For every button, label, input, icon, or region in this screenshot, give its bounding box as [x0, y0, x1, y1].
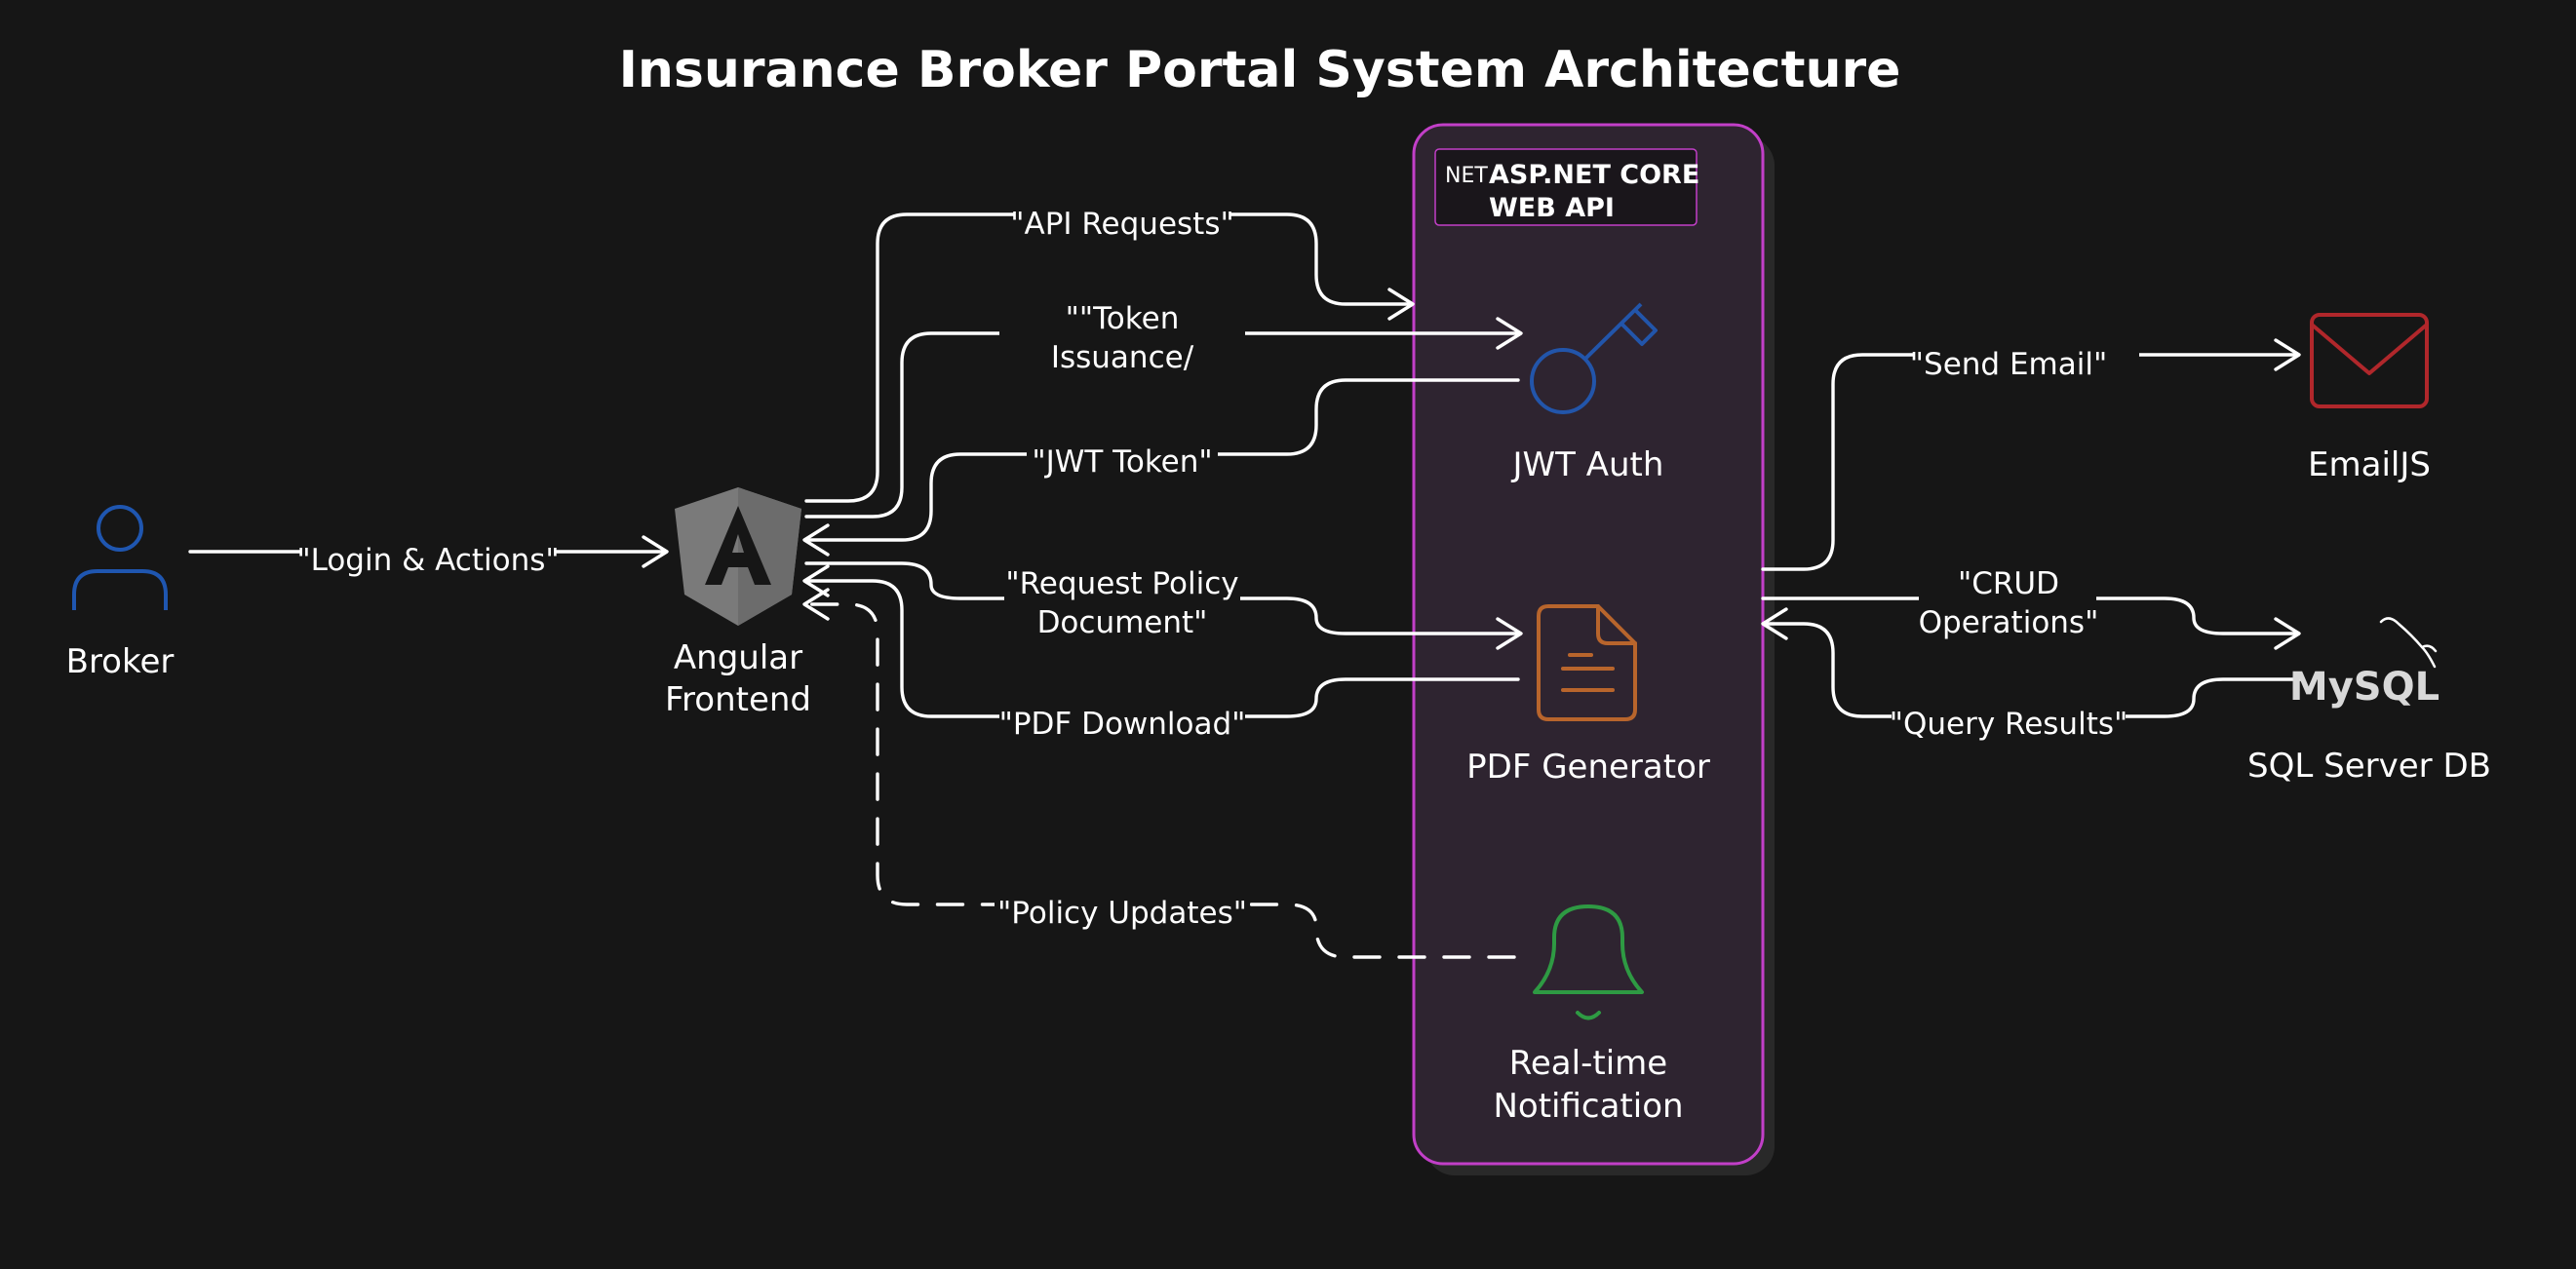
badge-net-prefix: NET [1445, 164, 1488, 188]
edge-label-token-issuance-1: ""Token [1066, 301, 1180, 336]
edge-label-policy-updates: "Policy Updates" [997, 896, 1247, 931]
node-pdf-generator[interactable]: PDF Generator [1466, 604, 1710, 787]
sql-server-db-label: SQL Server DB [2247, 747, 2491, 786]
edge-query-results [1761, 607, 2305, 718]
node-sql-server-db[interactable]: MySQL SQL Server DB [2247, 617, 2491, 786]
container-box [1412, 123, 1765, 1166]
node-broker[interactable]: Broker [66, 505, 175, 681]
badge-title-line1: ASP.NET CORE [1489, 160, 1699, 190]
badge-title-line2: WEB API [1489, 193, 1615, 223]
broker-label: Broker [66, 642, 175, 681]
edge-label-jwt-token: "JWT Token" [1032, 444, 1212, 480]
edge-send-email [1761, 338, 2301, 571]
edge-label-pdf-download: "PDF Download" [999, 707, 1246, 742]
edge-label-token-issuance-2: Issuance/ [1051, 340, 1194, 375]
edge-crud [1761, 596, 2301, 650]
mysql-logo: MySQL [2289, 617, 2439, 710]
node-emailjs[interactable]: EmailJS [2308, 313, 2431, 484]
edge-label-request-policy-1: "Request Policy [1005, 566, 1238, 601]
document-icon [1537, 604, 1637, 721]
jwt-auth-label: JWT Auth [1511, 445, 1664, 484]
aspnet-core-container: NET ASP.NET CORE WEB API [1412, 123, 1775, 1175]
node-realtime-notification[interactable]: Real-time Notification [1493, 904, 1684, 1126]
node-jwt-auth[interactable]: JWT Auth [1511, 302, 1664, 484]
edge-label-login: "Login & Actions" [296, 543, 559, 578]
edge-pdf-download [802, 564, 1520, 718]
node-angular[interactable]: Angular Frontend [665, 487, 811, 719]
container-badge: NET ASP.NET CORE WEB API [1434, 148, 1699, 226]
user-icon [72, 505, 168, 610]
notification-label-line2: Notification [1493, 1087, 1683, 1126]
edge-label-query-results: "Query Results" [1890, 707, 2128, 742]
mysql-logo-text: MySQL [2289, 665, 2439, 710]
pdf-generator-label: PDF Generator [1466, 748, 1710, 787]
edge-label-send-email: "Send Email" [1910, 347, 2107, 382]
edge-label-api-requests: "API Requests" [1010, 207, 1234, 242]
key-icon [1530, 302, 1658, 414]
edge-label-request-policy-2: Document" [1037, 605, 1208, 640]
mail-icon [2310, 313, 2429, 408]
angular-label-line1: Angular [674, 638, 802, 677]
angular-label-line2: Frontend [665, 680, 811, 719]
edge-label-crud-2: Operations" [1919, 605, 2099, 640]
bell-icon [1533, 904, 1644, 1020]
edge-policy-updates [802, 588, 1516, 959]
angular-icon [675, 487, 801, 626]
edge-label-crud-1: "CRUD [1958, 566, 2059, 601]
diagram-title: Insurance Broker Portal System Architect… [619, 41, 1901, 99]
notification-label-line1: Real-time [1509, 1044, 1667, 1083]
edge-token-issuance [804, 317, 1523, 519]
emailjs-label: EmailJS [2308, 445, 2431, 484]
